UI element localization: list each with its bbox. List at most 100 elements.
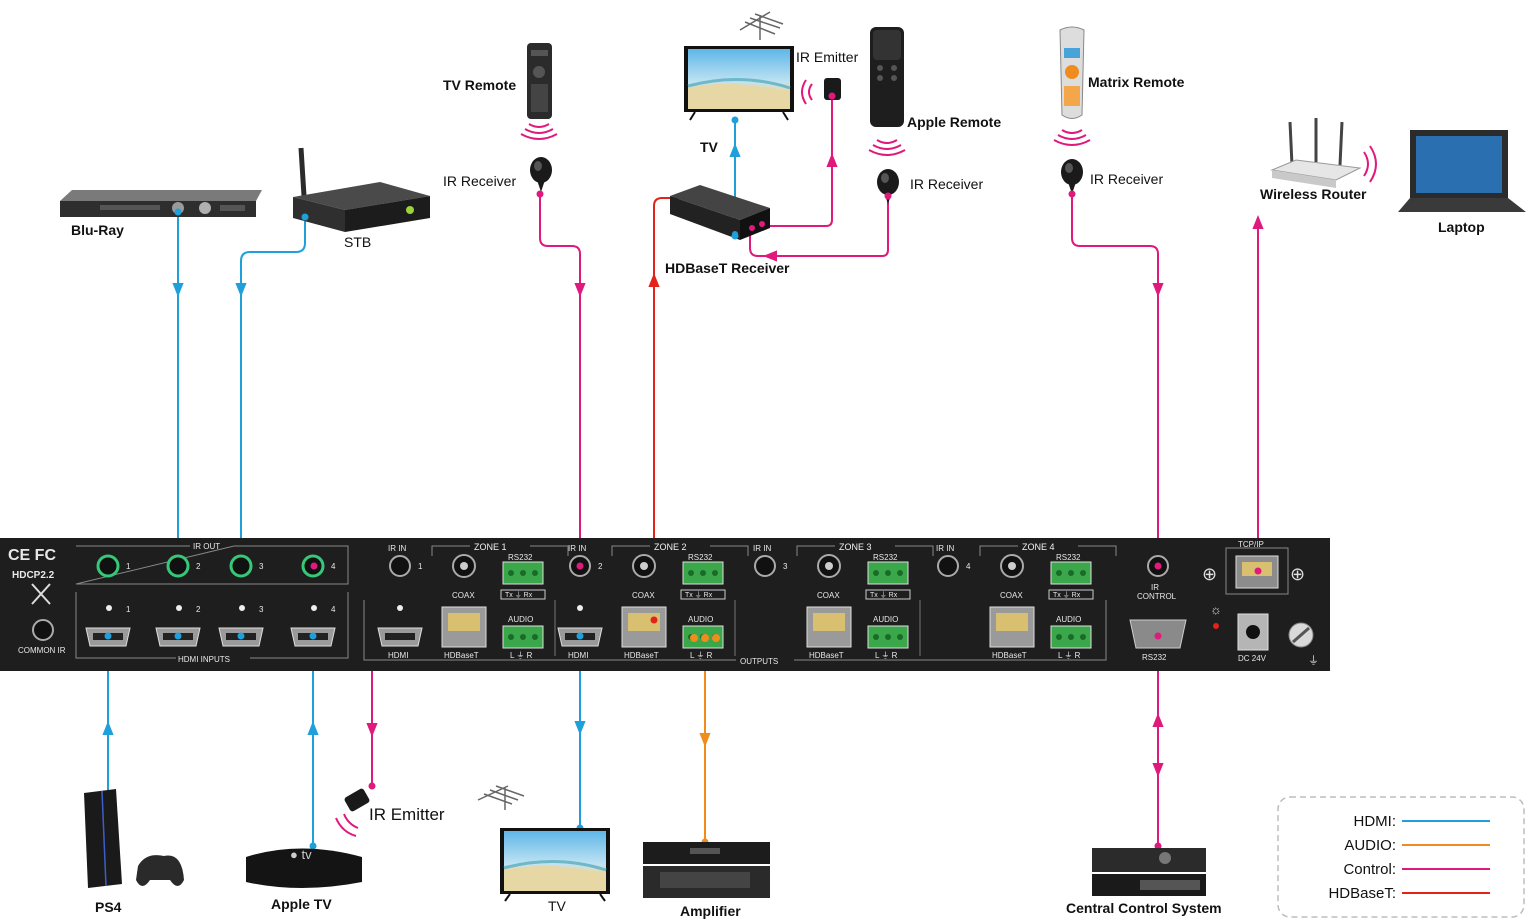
zone-audio-pin	[1080, 634, 1086, 640]
zone-audio-pin	[885, 634, 891, 640]
ir-out-num-1: 1	[126, 562, 131, 571]
zone-audio-pin	[1056, 634, 1062, 640]
control-lines	[314, 96, 1264, 846]
zone-rs232-pin	[1068, 570, 1074, 576]
zone-title-3: ZONE 3	[839, 542, 872, 552]
zone-coax-label-4: COAX	[1000, 591, 1023, 600]
common-ir-jack	[32, 619, 54, 641]
zone-rs232-pins-4: Tx ⏚ Rx	[1053, 591, 1081, 599]
certification-marks: CE FC	[8, 547, 56, 564]
dc-label: DC 24V	[1238, 654, 1267, 663]
zone-rs232-pin	[520, 570, 526, 576]
zone-ir-in-jack-3	[754, 555, 776, 577]
zone-rs232-label-2: RS232	[688, 553, 713, 562]
zone-rs232-pin	[1056, 570, 1062, 576]
laptop	[1398, 130, 1526, 212]
legend-label-3: Control:	[1343, 861, 1396, 878]
zone-num-2: 2	[598, 562, 603, 571]
zone-num-4: 4	[966, 562, 971, 571]
zone-audio-pin	[508, 634, 514, 640]
zone-audio-pins-3: L ⏚ R	[875, 651, 898, 660]
hdmi-in-num-2: 2	[196, 605, 201, 614]
tcpip-label: TCP/IP	[1238, 540, 1264, 549]
zone-ir-in-label-4: IR IN	[936, 544, 954, 553]
wireless-router	[1270, 118, 1377, 188]
zone-hdmi-led-1	[397, 605, 403, 611]
zone-coax-label-3: COAX	[817, 591, 840, 600]
ir-out-num-3: 3	[259, 562, 264, 571]
legend-frame	[1277, 796, 1525, 918]
rs232-main-label: RS232	[1142, 653, 1167, 662]
ir-control-label-1: IR	[1151, 583, 1159, 592]
amplifier-label: Amplifier	[680, 903, 741, 919]
ir-out-jack-3	[229, 554, 253, 578]
apple-tv-logo: ● tv	[290, 847, 312, 862]
zone-coax-core-2	[640, 562, 648, 570]
zone-audio-label-3: AUDIO	[873, 615, 898, 624]
hdbaset-receiver-label: HDBaseT Receiver	[665, 260, 790, 276]
tv-bottom-label: TV	[548, 898, 567, 914]
apple-tv-box: ● tv	[246, 847, 362, 888]
zone-audio-pins-1: L ⏚ R	[510, 651, 533, 660]
weee-icon	[31, 583, 51, 605]
zone-audio-pin	[532, 634, 538, 640]
ir-emitter-top-label: IR Emitter	[796, 49, 859, 65]
zone-rs232-pin	[508, 570, 514, 576]
screw-left-icon: ⊕	[1202, 564, 1217, 584]
zone-audio-label-4: AUDIO	[1056, 615, 1081, 624]
zone-hdbaset-label-4: HDBaseT	[992, 651, 1027, 660]
zone-rs232-pin	[1080, 570, 1086, 576]
zone-title-4: ZONE 4	[1022, 542, 1055, 552]
hdmi-inputs-label: HDMI INPUTS	[178, 655, 230, 664]
zone-hdbaset-contacts-3	[813, 613, 845, 631]
tcpip-frame	[1225, 547, 1289, 595]
zone-hdbaset-contacts-4	[996, 613, 1028, 631]
zone-hdmi-label-1: HDMI	[388, 651, 408, 660]
hdbaset-lines	[648, 197, 680, 620]
zone-coax-core-3	[825, 562, 833, 570]
zone-ir-in-jack-1	[389, 555, 411, 577]
ir-out-jack-1	[96, 554, 120, 578]
zone-num-1: 1	[418, 562, 423, 571]
zone-ir-in-label-2: IR IN	[568, 544, 586, 553]
ir-receiver-3	[1061, 159, 1083, 194]
connection-dots	[104, 92, 1262, 850]
zone-coax-core-1	[460, 562, 468, 570]
common-ir-label: COMMON IR	[18, 646, 66, 655]
zone-coax-core-4	[1008, 562, 1016, 570]
zone-rs232-pin-box-4	[1048, 589, 1094, 600]
ir-control-label-2: CONTROL	[1137, 592, 1177, 601]
ground-screw-slot	[1292, 626, 1310, 644]
tv-remote-label: TV Remote	[443, 77, 516, 93]
zone-audio-label-2: AUDIO	[688, 615, 713, 624]
hdmi-in-num-4: 4	[331, 605, 336, 614]
outputs-label: OUTPUTS	[740, 657, 778, 666]
zone-rs232-pin	[712, 570, 718, 576]
blu-ray-player	[60, 190, 262, 217]
zone-rs232-pin	[532, 570, 538, 576]
zone-audio-label-1: AUDIO	[508, 615, 533, 624]
legend-label-4: HDBaseT:	[1328, 885, 1396, 902]
zone-audio-pins-2: L ⏚ R	[690, 651, 713, 660]
zone-frame-3	[796, 545, 934, 556]
wireless-router-label: Wireless Router	[1260, 186, 1367, 202]
zone-ir-in-label-1: IR IN	[388, 544, 406, 553]
hdmi-in-led-2	[176, 605, 182, 611]
tv-bottom	[477, 785, 610, 902]
tv-top-label: TV	[700, 139, 719, 155]
zone-rs232-pins-1: Tx ⏚ Rx	[505, 591, 533, 599]
zone-title-1: ZONE 1	[474, 542, 507, 552]
hdbaset-receiver	[670, 185, 770, 240]
legend: HDMI:AUDIO:Control:HDBaseT:	[1277, 796, 1525, 918]
zone-frame-4	[979, 545, 1117, 556]
ir-receiver-3-label: IR Receiver	[1090, 171, 1163, 187]
ground-icon: ⏚	[1308, 654, 1319, 667]
zone-hdbaset-contacts-1	[448, 613, 480, 631]
stb-device	[293, 147, 430, 232]
hdmi-in-led-4	[311, 605, 317, 611]
apple-remote-label: Apple Remote	[907, 114, 1001, 130]
stb-label: STB	[344, 234, 371, 250]
